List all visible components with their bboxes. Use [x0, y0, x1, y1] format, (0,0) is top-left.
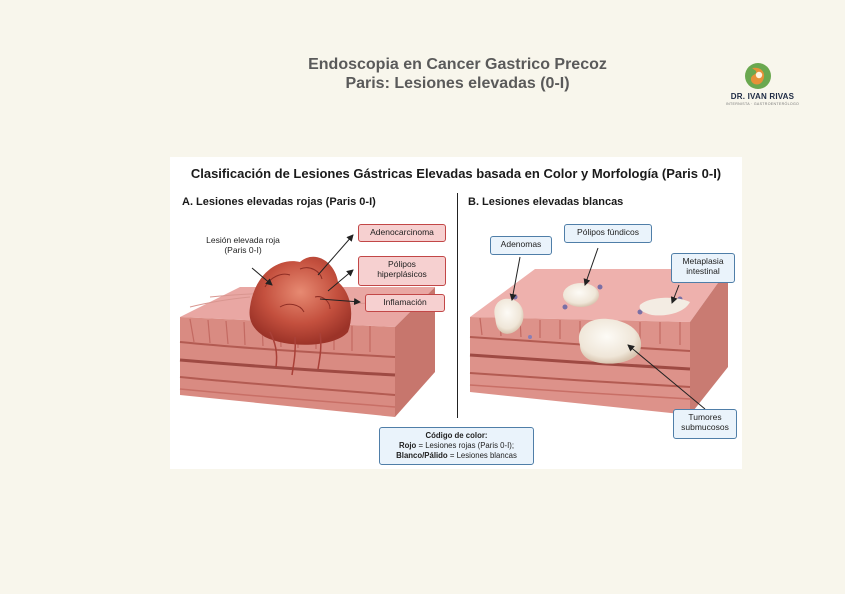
red-lesion-label-line-1: Lesión elevada roja	[206, 235, 280, 245]
panel-divider	[457, 193, 458, 418]
page-title-line-1: Endoscopia en Cancer Gastrico Precoz	[308, 56, 607, 73]
arrow-tumores-submucosos	[627, 344, 706, 410]
legend-rojo-key: Rojo	[398, 441, 417, 450]
metaplasia-line-2: intestinal	[686, 266, 720, 276]
color-code-legend: Código de color: Rojo = Lesiones rojas (…	[379, 427, 534, 465]
tumores-submucosos-box: Tumores submucosos	[673, 409, 737, 439]
page-title: Endoscopia en Cancer Gastrico Precoz Par…	[0, 55, 845, 93]
arrow-inflamacion	[319, 298, 361, 306]
legend-heading: Código de color:	[425, 431, 488, 440]
metaplasia-intestinal-box: Metaplasia intestinal	[671, 253, 735, 283]
white-lesions	[494, 283, 690, 364]
arrow-polipos-hiperplasicos	[327, 269, 354, 292]
logo-name: DR. IVAN RIVAS	[730, 92, 795, 101]
panel-b-title: B. Lesiones elevadas blancas	[468, 196, 624, 208]
tumores-line-1: Tumores	[688, 412, 722, 422]
adenomas-box: Adenomas	[490, 236, 552, 255]
page-title-line-2: Paris: Lesiones elevadas (0-I)	[345, 75, 570, 92]
polipos-hiperplasicos-line-1: Pólipos	[388, 259, 416, 269]
stomach-logo-icon	[745, 63, 771, 89]
polipos-hiperplasicos-box: Pólipos hiperplásicos	[358, 256, 446, 286]
adenomas-label: Adenomas	[500, 239, 542, 249]
logo-tagline: INTERNISTA · GASTROENTERÓLOGO	[725, 102, 800, 106]
diagram-illustration	[179, 234, 728, 417]
red-lesion-label-line-2: (Paris 0-I)	[224, 245, 262, 255]
panel-a-title: A. Lesiones elevadas rojas (Paris 0-I)	[182, 196, 376, 208]
inflamacion-label: Inflamación	[383, 297, 427, 307]
legend-rojo-value: = Lesiones rojas (Paris 0-I);	[418, 441, 515, 450]
legend-blanco-value: = Lesiones blancas	[449, 451, 517, 460]
arrow-adenocarcinoma	[317, 234, 354, 276]
adenocarcinoma-box: Adenocarcinoma	[358, 224, 446, 242]
figure-title: Clasificación de Lesiones Gástricas Elev…	[190, 166, 722, 181]
red-elevated-lesion	[249, 256, 352, 376]
legend-blanco-key: Blanco/Pálido	[396, 451, 448, 460]
polipos-fundicos-label: Pólipos fúndicos	[577, 227, 639, 237]
adenocarcinoma-label: Adenocarcinoma	[370, 227, 434, 237]
polipos-fundicos-box: Pólipos fúndicos	[564, 224, 652, 243]
logo: DR. IVAN RIVAS INTERNISTA · GASTROENTERÓ…	[715, 58, 810, 113]
inflamacion-box: Inflamación	[365, 294, 445, 312]
metaplasia-line-1: Metaplasia	[682, 256, 724, 266]
arrow-lesion	[251, 267, 273, 286]
polipos-hiperplasicos-line-2: hiperplásicos	[377, 269, 427, 279]
arrow-adenomas	[509, 256, 521, 301]
tumores-line-2: submucosos	[681, 422, 729, 432]
arrow-polipos-fundicos	[583, 247, 599, 286]
arrow-metaplasia	[670, 284, 680, 304]
diagram-figure: Clasificación de Lesiones Gástricas Elev…	[170, 157, 742, 469]
red-lesion-label: Lesión elevada roja (Paris 0-I)	[188, 235, 298, 255]
